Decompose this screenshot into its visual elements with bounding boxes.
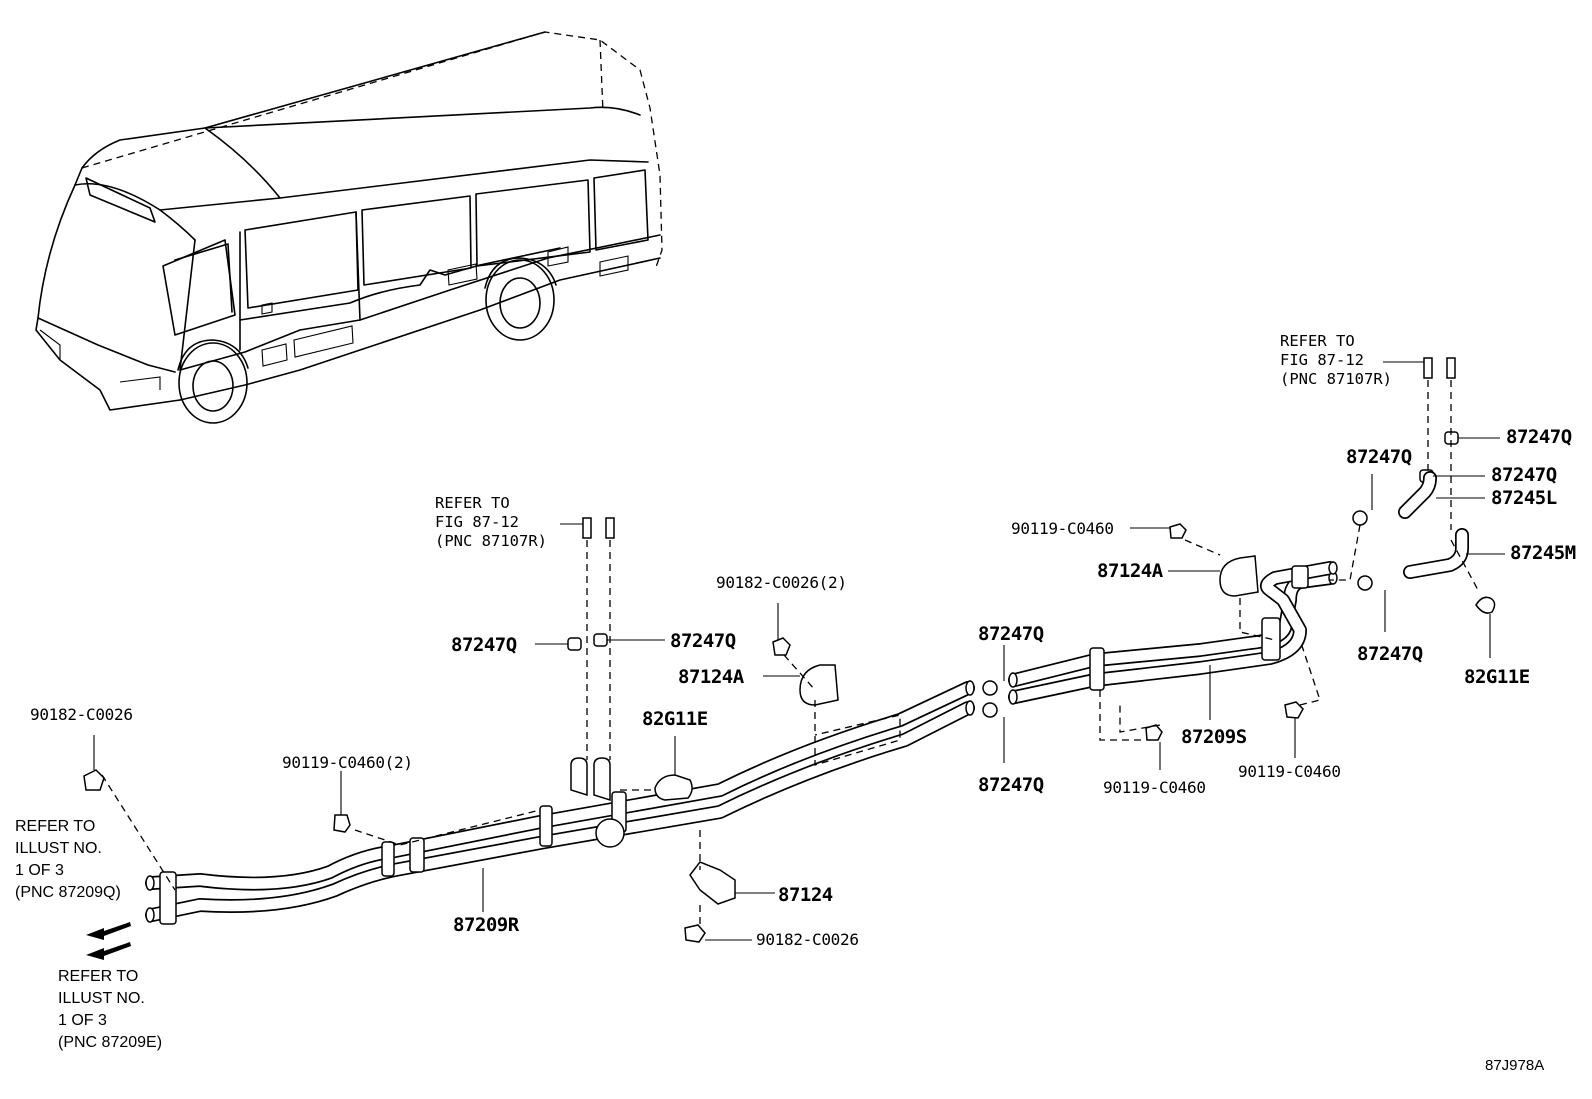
- hose-assembly: [83, 357, 1496, 943]
- part-label-87247Q: 87247Q: [451, 634, 517, 656]
- direction-arrows: [86, 922, 131, 960]
- part-label-87124A: 87124A: [678, 666, 744, 688]
- note-line: (PNC 87107R): [435, 532, 547, 550]
- note-line: ILLUST NO.: [58, 990, 145, 1007]
- diagram-code: 87J978A: [1485, 1057, 1545, 1074]
- part-label-87247Q: 87247Q: [670, 630, 736, 652]
- part-label-90119-C0460: 90119-C0460: [1103, 778, 1206, 797]
- note-line: ILLUST NO.: [15, 840, 102, 857]
- part-label-82G11E: 82G11E: [642, 708, 708, 730]
- refer-illust-top-note: REFER TO ILLUST NO. 1 OF 3 (PNC 87209Q): [15, 816, 121, 904]
- part-label-90182-C0026: 90182-C0026: [756, 930, 859, 949]
- refer-fig-right-note: REFER TO FIG 87-12 (PNC 87107R): [1280, 332, 1392, 389]
- part-label-87209R: 87209R: [453, 914, 519, 936]
- note-line: REFER TO: [1280, 332, 1355, 350]
- note-line: REFER TO: [435, 494, 510, 512]
- part-label-87247Q: 87247Q: [1346, 446, 1412, 468]
- part-label-90119-C0460: 90119-C0460: [1238, 762, 1341, 781]
- part-label-87245M: 87245M: [1510, 542, 1576, 564]
- note-line: REFER TO: [15, 818, 96, 835]
- vehicle-illustration: [35, 31, 663, 424]
- part-label-90119-C0460: 90119-C0460: [1011, 519, 1114, 538]
- part-label-90119-C0460-2: 90119-C0460(2): [282, 753, 413, 772]
- refer-fig-mid-note: REFER TO FIG 87-12 (PNC 87107R): [435, 494, 547, 551]
- part-label-87247Q: 87247Q: [1506, 426, 1572, 448]
- note-line: (PNC 87209Q): [15, 884, 121, 901]
- note-line: 1 OF 3: [15, 862, 64, 879]
- note-line: (PNC 87107R): [1280, 370, 1392, 388]
- part-label-82G11E: 82G11E: [1464, 666, 1530, 688]
- part-label-87124: 87124: [778, 884, 833, 906]
- part-label-87124A: 87124A: [1097, 560, 1163, 582]
- part-label-90182-C0026: 90182-C0026: [30, 705, 133, 724]
- part-label-90182-C0026-2: 90182-C0026(2): [716, 573, 847, 592]
- note-line: REFER TO: [58, 968, 139, 985]
- leader-lines: [93, 361, 1505, 941]
- part-label-87247Q: 87247Q: [1491, 464, 1557, 486]
- note-line: FIG 87-12: [1280, 351, 1364, 369]
- note-line: (PNC 87209E): [58, 1034, 163, 1051]
- part-label-87247Q: 87247Q: [978, 623, 1044, 645]
- assembly-lines: [101, 380, 1479, 925]
- part-label-87247Q: 87247Q: [1357, 643, 1423, 665]
- refer-illust-bottom-note: REFER TO ILLUST NO. 1 OF 3 (PNC 87209E): [58, 966, 162, 1054]
- part-label-87245L: 87245L: [1491, 487, 1557, 509]
- part-label-87209S: 87209S: [1181, 726, 1247, 748]
- part-label-87247Q: 87247Q: [978, 774, 1044, 796]
- note-line: 1 OF 3: [58, 1012, 107, 1029]
- note-line: FIG 87-12: [435, 513, 519, 531]
